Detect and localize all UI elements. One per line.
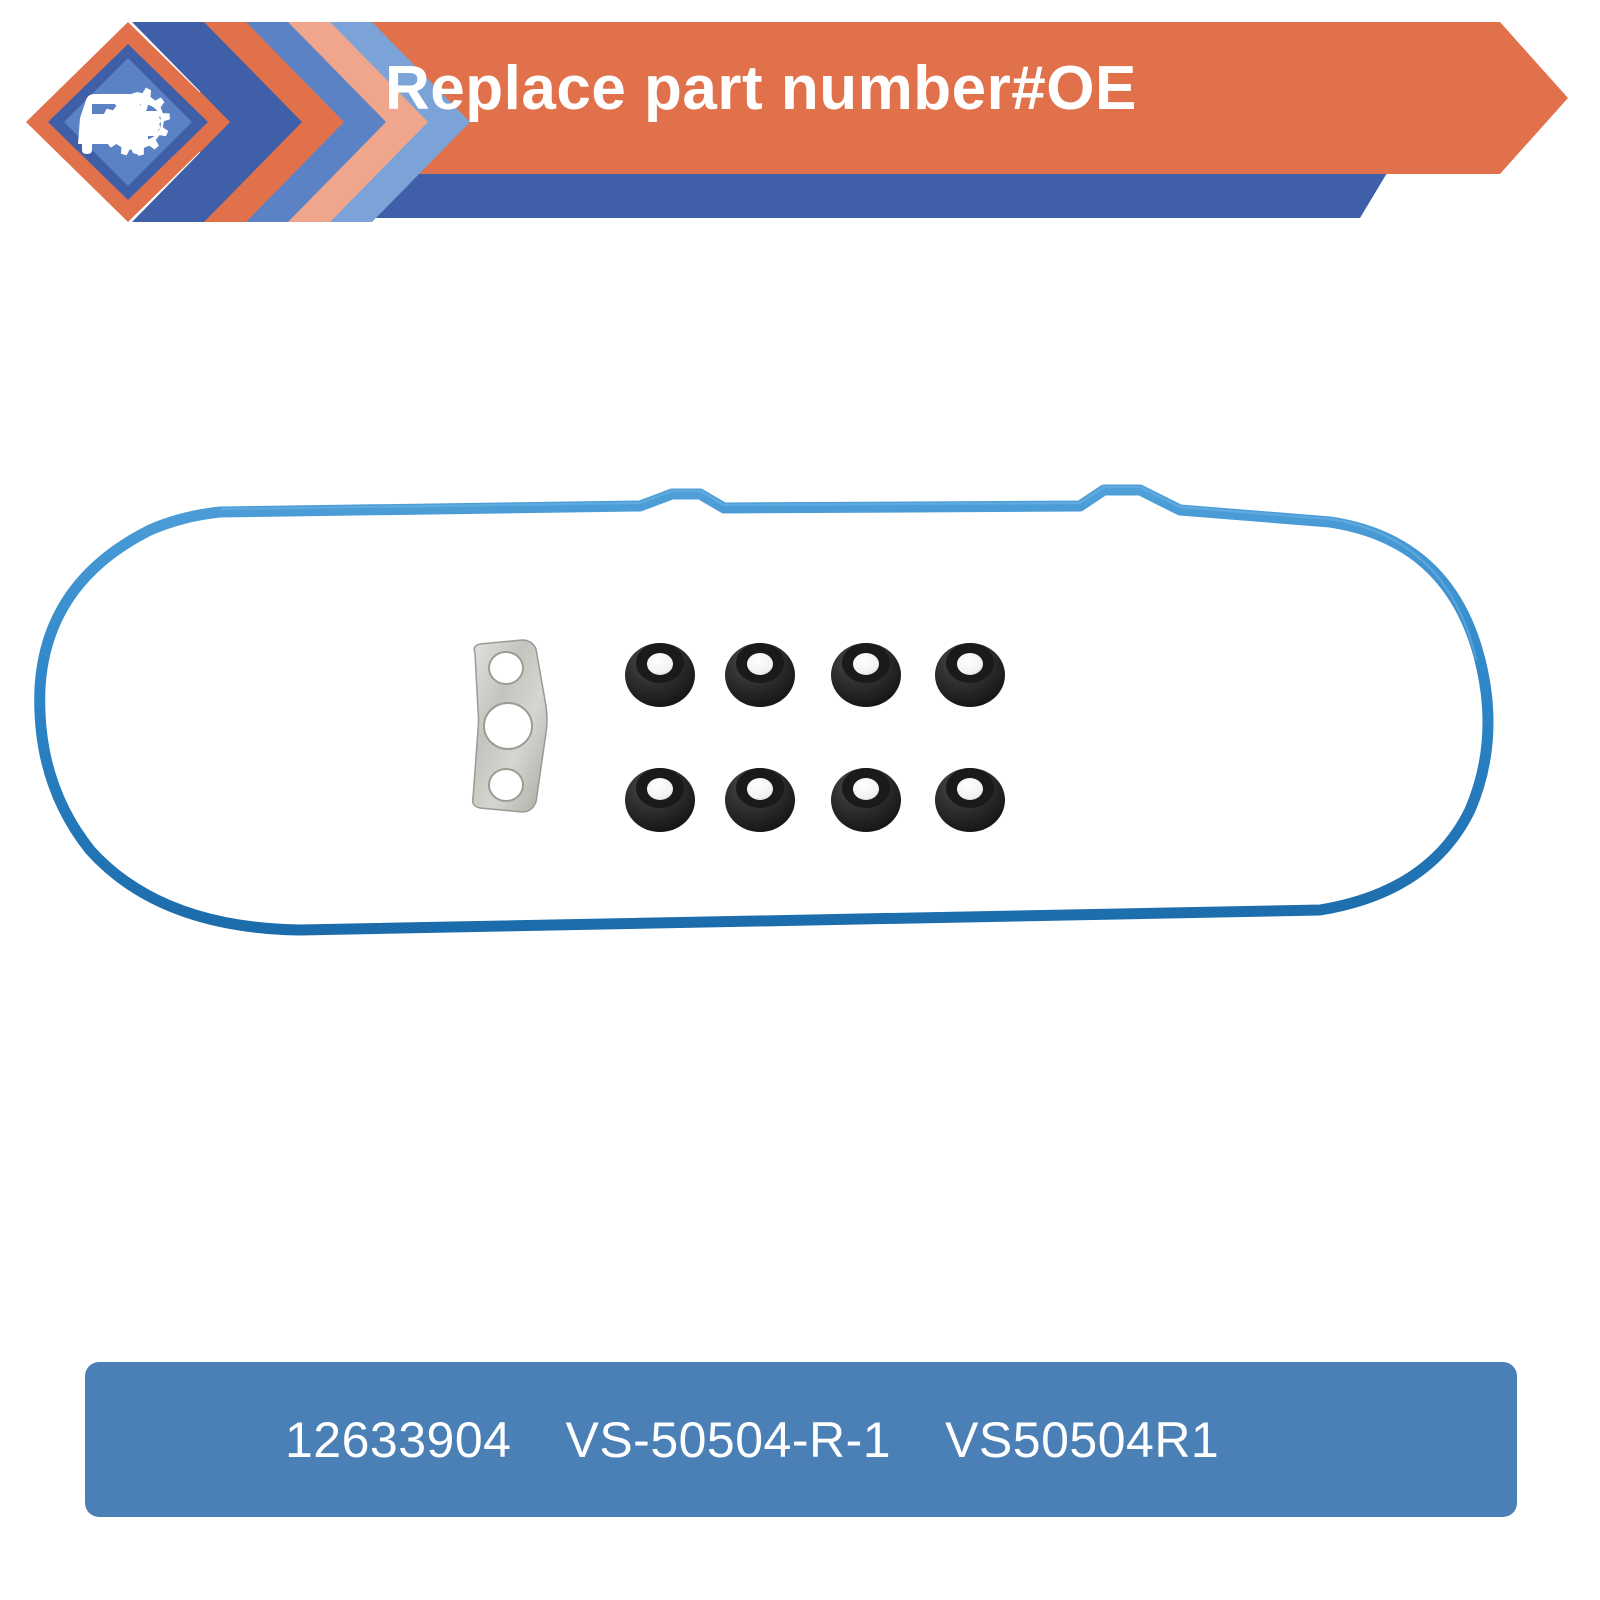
chevron-light-blue xyxy=(300,22,470,222)
rubber-grommet-seal xyxy=(935,643,1005,707)
metal-plate-hole-middle xyxy=(483,702,533,750)
chevron-orange xyxy=(174,22,344,222)
rubber-grommet-seal xyxy=(625,768,695,832)
header-orange-banner xyxy=(200,22,1568,174)
rubber-grommet-seal xyxy=(831,643,901,707)
metal-gasket-plate xyxy=(471,639,548,813)
metal-plate-hole-top xyxy=(488,651,524,685)
part-number-plain: VS50504R1 xyxy=(945,1411,1220,1468)
car-wheel-icon xyxy=(80,125,90,135)
header-banner: Replace part number#OE xyxy=(0,0,1600,240)
metal-plate-hole-bottom xyxy=(488,768,524,802)
rubber-grommet-seal-group xyxy=(625,643,1005,832)
valve-cover-gasket xyxy=(34,484,1494,936)
thumbs-up-icon xyxy=(124,100,161,142)
header-graphics xyxy=(26,22,1568,222)
chevron-mid-blue xyxy=(216,22,386,222)
chevron-stack xyxy=(132,22,470,222)
product-graphics xyxy=(34,484,1494,936)
rubber-grommet-seal xyxy=(725,643,795,707)
part-numbers-banner: 12633904 VS-50504-R-1 VS50504R1 xyxy=(85,1362,1517,1517)
gear-icon xyxy=(101,87,170,156)
rubber-grommet-seal xyxy=(625,643,695,707)
page-title: Replace part number#OE xyxy=(385,54,1137,123)
gasket-highlight xyxy=(220,485,1478,661)
chevron-dark-blue xyxy=(132,22,302,222)
car-gear-thumbsup-icon xyxy=(78,87,170,156)
part-number-oe: 12633904 xyxy=(285,1411,512,1468)
logo-badge xyxy=(26,22,230,222)
gasket-outline xyxy=(34,484,1494,936)
part-number-dashed: VS-50504-R-1 xyxy=(565,1411,892,1468)
product-photo xyxy=(0,430,1600,1050)
header-blue-stripe xyxy=(220,168,1390,218)
part-numbers-list: 12633904 VS-50504-R-1 VS50504R1 xyxy=(285,1411,1219,1469)
chevron-light-pink xyxy=(258,22,428,222)
rubber-grommet-seal xyxy=(935,768,1005,832)
rubber-grommet-seal xyxy=(725,768,795,832)
rubber-grommet-seal xyxy=(831,768,901,832)
